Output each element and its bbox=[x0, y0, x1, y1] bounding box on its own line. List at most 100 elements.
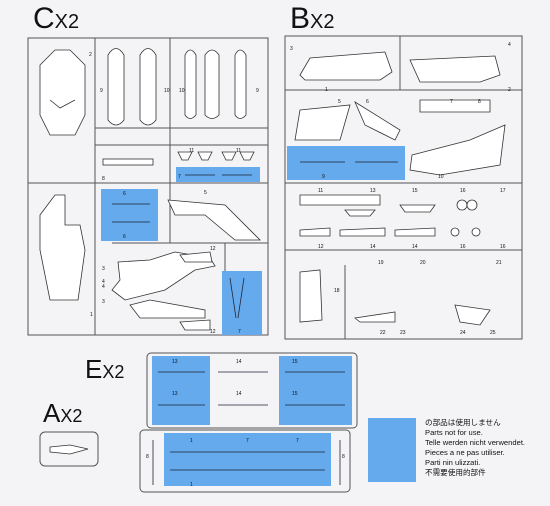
part-number: 8 bbox=[146, 454, 149, 460]
part-number: 15 bbox=[292, 391, 298, 397]
sprue-a-frame bbox=[39, 431, 99, 467]
part-number: 14 bbox=[236, 391, 242, 397]
sprue-a-letter: A bbox=[43, 398, 61, 428]
sprue-bottom-unused bbox=[164, 433, 331, 486]
part-number: 12 bbox=[210, 329, 216, 335]
part-number: 2 bbox=[89, 52, 92, 58]
part-number: 1 bbox=[190, 482, 193, 488]
sprue-b-unused-block bbox=[287, 146, 405, 180]
sprue-b-label: BX2 bbox=[290, 2, 334, 41]
part-number: 7 bbox=[450, 99, 453, 105]
sprue-e-label: EX2 bbox=[85, 354, 124, 389]
sprue-a-label: AX2 bbox=[43, 398, 82, 433]
part-number: 4 bbox=[508, 42, 511, 48]
part-number: 7 bbox=[296, 438, 299, 444]
sprue-b-count: X2 bbox=[310, 11, 335, 33]
part-number: 16 bbox=[460, 188, 466, 194]
sprue-b-frame bbox=[284, 35, 523, 340]
part-number: 1 bbox=[90, 312, 93, 318]
sprue-b-parts bbox=[294, 51, 506, 326]
part-number: 5 bbox=[204, 190, 207, 196]
part-number: 14 bbox=[370, 244, 376, 250]
legend-line-zh: 不需要使用的部件 bbox=[425, 468, 486, 477]
sprue-a-part bbox=[49, 444, 89, 455]
sprue-e-missiles bbox=[158, 371, 345, 406]
part-number: 18 bbox=[334, 288, 340, 294]
part-number: 8 bbox=[102, 176, 105, 182]
sprue-c-label: CX2 bbox=[33, 2, 79, 41]
sprue-c-letter: C bbox=[33, 2, 55, 35]
legend-text: の部品は使用しません Parts not for use. Telle werd… bbox=[425, 418, 525, 478]
part-number: 13 bbox=[172, 359, 178, 365]
part-number: 12 bbox=[210, 246, 216, 252]
part-number: 13 bbox=[370, 188, 376, 194]
sprue-c-unused-block-7 bbox=[222, 271, 262, 335]
part-number: 15 bbox=[292, 359, 298, 365]
legend-line-en: Parts not for use. bbox=[425, 428, 483, 437]
part-number: 10 bbox=[179, 88, 185, 94]
part-number: 17 bbox=[500, 188, 506, 194]
part-number: 12 bbox=[318, 244, 324, 250]
sprue-e-letter: E bbox=[85, 354, 103, 384]
sprue-e-unused-left bbox=[152, 356, 210, 425]
part-number: 10 bbox=[438, 174, 444, 180]
sprue-bottom-frame bbox=[139, 429, 351, 493]
part-number: 14 bbox=[236, 359, 242, 365]
part-number: 11 bbox=[318, 188, 323, 194]
part-number: 1 bbox=[325, 87, 328, 93]
part-numbers: 2 9 10 10 9 11 11 8 7 6 6 5 4 3 12 12 3 … bbox=[89, 42, 511, 488]
sprue-a-count: X2 bbox=[60, 406, 83, 426]
part-number: 23 bbox=[400, 330, 406, 336]
part-number: 9 bbox=[100, 88, 103, 94]
part-number: 13 bbox=[172, 391, 178, 397]
sprue-c-unused-block-6 bbox=[101, 189, 158, 241]
sprue-e-unused-right bbox=[279, 356, 352, 425]
part-number: 6 bbox=[366, 99, 369, 105]
part-number: 25 bbox=[490, 330, 496, 336]
part-number: 20 bbox=[420, 260, 426, 266]
part-number: 24 bbox=[460, 330, 466, 336]
part-number: 1 bbox=[190, 438, 193, 444]
part-number: 7 bbox=[246, 438, 249, 444]
part-number: 22 bbox=[380, 330, 386, 336]
part-number: 21 bbox=[496, 260, 502, 266]
part-number: 6 bbox=[123, 191, 126, 197]
part-number: 16 bbox=[460, 244, 466, 250]
sprue-bottom-missiles bbox=[152, 440, 341, 485]
part-number: 8 bbox=[342, 454, 345, 460]
part-number: 3 bbox=[290, 46, 293, 52]
part-number: 6 bbox=[123, 234, 126, 240]
sprue-b-letter: B bbox=[290, 2, 311, 35]
part-number: 3 bbox=[102, 266, 105, 272]
part-number: 2 bbox=[508, 87, 511, 93]
part-number: 9 bbox=[256, 88, 259, 94]
part-number: 11 bbox=[236, 148, 241, 154]
sprue-c-missiles bbox=[112, 174, 252, 319]
part-number: 5 bbox=[338, 99, 341, 105]
legend-unused-swatch bbox=[368, 418, 416, 482]
sprue-c-frame bbox=[27, 37, 269, 336]
part-number: 14 bbox=[412, 244, 418, 250]
part-number: 15 bbox=[412, 188, 418, 194]
part-number: 9 bbox=[322, 174, 325, 180]
legend-line-it: Parti nin ulizzati. bbox=[425, 458, 481, 467]
sprue-c-count: X2 bbox=[54, 11, 80, 33]
part-number: 19 bbox=[378, 260, 384, 266]
sprue-c-parts bbox=[39, 48, 261, 331]
legend-line-ja: の部品は使用しません bbox=[425, 418, 501, 427]
part-number: 4 bbox=[102, 284, 105, 290]
part-number: 16 bbox=[500, 244, 506, 250]
part-number: 7 bbox=[238, 329, 241, 335]
sprue-e-count: X2 bbox=[102, 362, 125, 382]
part-number: 10 bbox=[164, 88, 170, 94]
legend-line-de: Telle werden nicht verwendet. bbox=[425, 438, 526, 447]
part-number: 3 bbox=[102, 299, 105, 305]
sprue-c-unused-block-small bbox=[176, 167, 260, 182]
part-number: 8 bbox=[478, 99, 481, 105]
part-number: 7 bbox=[178, 174, 181, 180]
part-number: 4 bbox=[102, 279, 105, 285]
part-number: 11 bbox=[189, 148, 194, 154]
legend-line-fr: Pieces a ne pas utiliser. bbox=[425, 448, 505, 457]
sprue-e-frame bbox=[146, 352, 358, 429]
